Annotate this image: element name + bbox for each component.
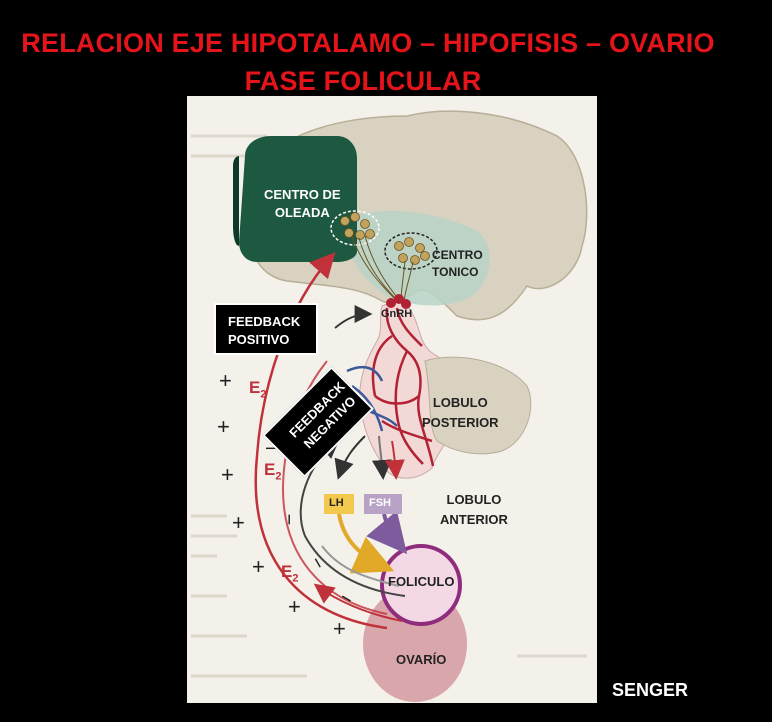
feedback-positive-box: FEEDBACK POSITIVO (214, 303, 318, 355)
to-fsh-arrow (371, 435, 392, 480)
title-line-1: RELACION EJE HIPOTALAMO – HIPOFISIS – OV… (21, 28, 715, 58)
plus-sign: + (232, 510, 245, 535)
fsh-label: FSH (369, 497, 391, 509)
neuron-cells (340, 212, 430, 265)
lobulo-posterior-label: LOBULO POSTERIOR (422, 395, 499, 430)
plus-sign: + (221, 462, 234, 487)
centro-oleada-label: CENTRO DE OLEADA (264, 187, 341, 220)
gnrh-arrow (334, 305, 373, 329)
posterior-lobe-shape (424, 356, 532, 455)
lh-label: LH (329, 497, 344, 509)
e2-subscript: 2 (260, 388, 267, 401)
e2-label-1: E2 (249, 378, 266, 400)
e2-subscript: 2 (292, 572, 299, 585)
title-line-2: FASE FOLICULAR (244, 66, 482, 96)
foliculo-label: FOLICULO (388, 574, 455, 589)
plus-sign: + (333, 616, 346, 641)
follicle-shape (380, 544, 462, 626)
ovario-label: OVARÍO (396, 652, 447, 667)
e2-text: E (249, 378, 261, 397)
minus-sign: − (265, 438, 277, 460)
e2-ovary-arrow (313, 583, 403, 622)
e2-text: E (281, 562, 293, 581)
plus-sign: + (219, 368, 232, 393)
negative-feedback-arc-2 (321, 545, 400, 587)
centro-tonico-label: CENTRO TONICO (432, 248, 483, 279)
to-lh-arrow (334, 435, 366, 480)
fsh-arrow (366, 510, 408, 555)
gnrh-label: GnRH (381, 308, 413, 320)
minus-sign: − (277, 513, 300, 526)
e2-text: E (264, 460, 276, 479)
background-text-lines (191, 134, 587, 678)
plus-sign: + (288, 594, 301, 619)
plus-sign: + (217, 414, 230, 439)
lh-arrow (337, 513, 395, 574)
fsh-box (364, 494, 402, 514)
tonic-neuron-cluster (384, 232, 438, 270)
surge-center-region (239, 136, 357, 262)
lh-box (324, 494, 354, 514)
author-credit: SENGER (612, 680, 689, 700)
to-fsh-arrow-red (384, 440, 405, 480)
gnrh-terminals (386, 294, 411, 309)
e2-label-3: E2 (281, 562, 298, 584)
plus-sign: + (252, 554, 265, 579)
portal-vessels-red (371, 307, 435, 467)
e2-label-2: E2 (264, 460, 281, 482)
e2-subscript: 2 (275, 470, 282, 483)
surge-center-edge (233, 156, 239, 246)
lobulo-anterior-label: LOBULO ANTERIOR (440, 492, 508, 527)
hypothalamus-pituitary-ovary-diagram (187, 96, 597, 703)
